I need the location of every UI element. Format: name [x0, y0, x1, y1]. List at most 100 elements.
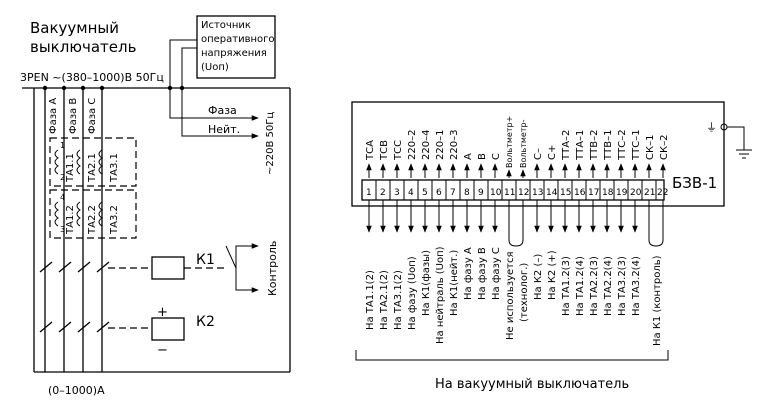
terminal-15: 15 ТТА–2 На ТА1.2(3) — [560, 130, 573, 316]
terminal-number: 15 — [560, 188, 571, 198]
k2-minus: − — [157, 343, 168, 358]
k1-contact — [225, 245, 237, 269]
terminal-signal: ТСВ — [379, 140, 390, 161]
terminal-number: 6 — [436, 188, 442, 198]
k1-label: К1 — [196, 252, 215, 268]
terminal-dest: На фазу С — [491, 247, 502, 300]
terminal-dest: На ТА2.1(2) — [379, 270, 390, 330]
ct-lower-label-2: ТА2.2 — [87, 205, 98, 235]
terminal-signal: А — [463, 153, 474, 160]
terminal-dest: На ТА1.2(4) — [575, 256, 586, 316]
terminal-signal: ТТВ–1 — [603, 130, 614, 161]
terminal-14: 14 С+ На К2 (+) — [546, 145, 559, 300]
winding-mark: 3 — [60, 225, 65, 234]
breaker-contact — [58, 261, 72, 273]
terminal-3: 3 ТСС На ТА3.1(2) — [393, 140, 405, 330]
terminal-20: 20 ТТС–1 На ТА3.2(4) — [630, 129, 643, 316]
terminal-dest: На нейтраль (Uоп) — [435, 246, 446, 344]
terminal-dest: На ТА1.1(2) — [365, 270, 376, 330]
terminal-signal: ТТА–1 — [575, 130, 586, 161]
terminal-number: 11 — [504, 188, 515, 198]
control-brace — [648, 239, 664, 247]
terminal-number: 17 — [588, 188, 599, 198]
terminal-signal: ТТС–1 — [631, 129, 642, 161]
neutral-out-wire — [181, 88, 259, 139]
breaker-contact — [58, 321, 72, 333]
terminal-number: 13 — [532, 188, 543, 198]
terminal-signal: ТСА — [365, 140, 376, 161]
bottom-bracket — [355, 350, 669, 361]
source-feed-wire — [181, 47, 197, 88]
source-box-line-3: напряжения — [201, 48, 267, 59]
terminal-signal: В — [477, 153, 488, 160]
ct-upper-label-2: ТА2.1 — [87, 153, 98, 183]
terminal-number: 12 — [518, 188, 529, 198]
phase-out-wire — [169, 88, 259, 121]
control-wire — [235, 268, 259, 293]
terminal-number: 14 — [546, 188, 558, 198]
terminal-11: 11 Вольтметр+ Не используется — [504, 116, 517, 340]
terminal-number: 20 — [630, 188, 642, 198]
winding-mark: 2 — [60, 173, 65, 182]
terminal-dest: На ТА3.2(4) — [631, 256, 642, 316]
ct-lower-label-3: ТА3.2 — [109, 205, 120, 235]
phase-b-label: Фаза В — [68, 98, 79, 134]
terminal-signal: С — [491, 153, 502, 160]
terminal-signal: 220–4 — [421, 130, 432, 160]
terminal-dest: Не используется — [505, 251, 516, 340]
terminal-dest: На К2 (–) — [533, 254, 544, 300]
supply-label: 3PEN ~(380–1000)В 50Гц — [20, 71, 164, 84]
terminal-dest: На фазу В — [477, 247, 488, 300]
terminal-number: 7 — [450, 188, 456, 198]
terminal-16: 16 ТТА–1 На ТА1.2(4) — [574, 130, 587, 316]
control-wire — [235, 243, 259, 268]
terminal-dest: На К1(фазы) — [421, 250, 432, 316]
voltage-out-label: ~220В 50Гц — [265, 112, 276, 175]
source-box-line-1: Источник — [201, 20, 251, 31]
terminal-number: 18 — [602, 188, 614, 198]
block-name: БЗВ-1 — [672, 174, 717, 192]
ct-upper-label-3: ТА3.1 — [109, 153, 120, 183]
winding-mark: 4 — [60, 193, 65, 202]
terminal-strip — [361, 179, 665, 201]
ct-upper-label-1: ТА1.1 — [65, 153, 76, 183]
ct-coil — [54, 149, 59, 175]
terminal-number: 22 — [657, 188, 668, 198]
terminal-19: 19 ТТС–2 На ТА3.2(3) — [616, 129, 629, 316]
terminal-dest: На ТА1.2(3) — [561, 256, 572, 316]
terminal-signal: Вольтметр- — [519, 119, 528, 168]
terminal-dest: На К2 (+) — [547, 250, 558, 300]
terminal-12: 12 Вольтметр- (технолог.) — [518, 119, 531, 322]
terminal-6: 6 220–1 На нейтраль (Uоп) — [435, 130, 447, 344]
terminal-21: 21 СК–1 На К1 (контроль) — [644, 135, 663, 346]
ct-coil — [98, 149, 103, 175]
terminal-number: 2 — [380, 188, 386, 198]
ct-coil — [98, 201, 103, 227]
terminal-signal: 220–1 — [435, 130, 446, 160]
breaker-contact — [39, 261, 53, 273]
ct-upper-frame — [49, 137, 137, 187]
neutral-out-label: Нейт. — [208, 123, 240, 136]
breaker-contact — [77, 321, 91, 333]
terminal-number: 10 — [490, 188, 502, 198]
terminal-dest: На ТА3.2(3) — [617, 256, 628, 316]
terminal-signal: 220–2 — [407, 130, 418, 160]
source-box — [196, 15, 276, 79]
terminal-signal: С+ — [547, 145, 558, 160]
terminal-dest: На К1(нейт.) — [449, 250, 460, 316]
current-range-label: (0–1000)А — [48, 384, 105, 397]
terminal-number: 16 — [574, 188, 586, 198]
terminal-dest: (технолог.) — [519, 263, 530, 322]
terminal-signal: ТТС–2 — [617, 129, 628, 161]
terminal-number: 3 — [394, 188, 400, 198]
terminal-dest: На фазу А — [463, 247, 474, 300]
k2-label: К2 — [196, 314, 215, 330]
terminal-1: 1 ТСА На ТА1.1(2) — [365, 140, 377, 330]
winding-mark: 1 — [60, 141, 65, 150]
terminal-10: 10 С На фазу С — [490, 153, 503, 300]
terminal-signal: ТТВ–2 — [589, 130, 600, 161]
title-line-2: выключатель — [30, 38, 136, 56]
terminal-signal: 220–3 — [449, 130, 460, 160]
source-box-line-4: (Uоп) — [201, 62, 229, 73]
